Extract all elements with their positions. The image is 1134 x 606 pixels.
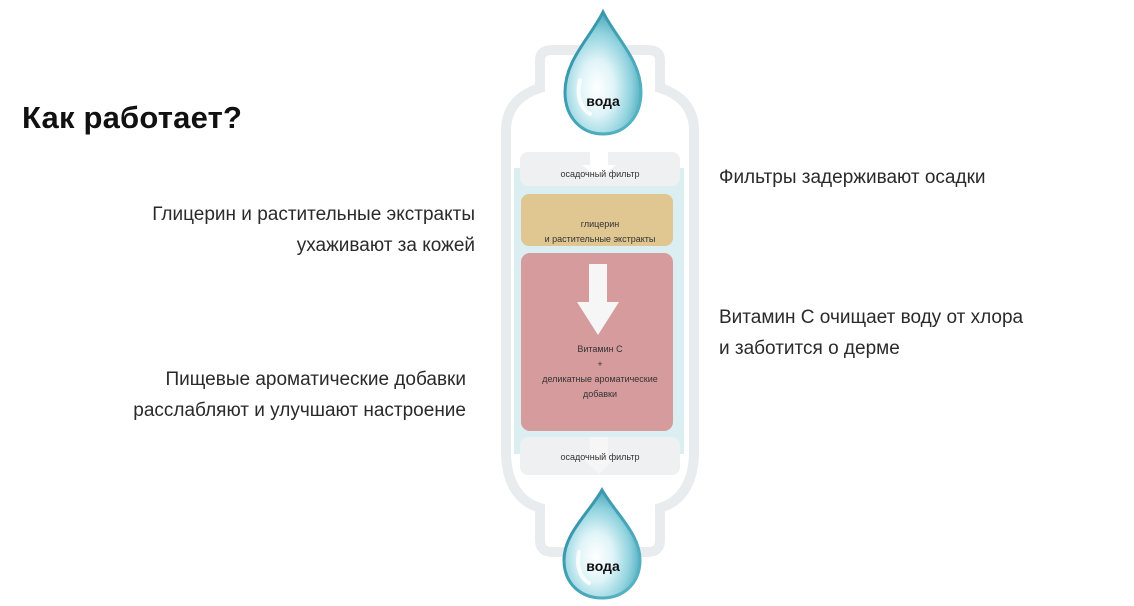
vitamin-layer-label-line: + (597, 359, 603, 369)
glycerin-description: Глицерин и растительные экстракты ухажив… (152, 199, 475, 261)
aroma-description-line: расслабляют и улучшают настроение (133, 400, 466, 421)
vitamin-description: Витамин С очищает воду от хлора и заботи… (719, 302, 1023, 364)
vitamin-layer-label-line: добавки (583, 389, 617, 399)
bottom-sediment-label-line: осадочный фильтр (560, 452, 640, 462)
vitamin-layer-label: Витамин С + деликатные ароматические доб… (520, 342, 680, 402)
aroma-description: Пищевые ароматические добавки расслабляю… (133, 364, 466, 426)
filter-diagram-graphic (501, 8, 699, 600)
water-drop-top-icon (563, 8, 643, 136)
glycerin-description-line: ухаживают за кожей (296, 235, 475, 256)
water-drop-bottom-icon (562, 487, 642, 600)
glycerin-description-line: Глицерин и растительные экстракты (152, 204, 475, 225)
vitamin-description-line: и заботится о дерме (719, 338, 900, 359)
vitamin-layer-label-line: деликатные ароматические (542, 374, 658, 384)
vitamin-description-line: Витамин С очищает воду от хлора (719, 307, 1024, 328)
vitamin-layer-label-line: Витамин С (577, 344, 623, 354)
glycerin-layer (521, 194, 673, 246)
aroma-description-line: Пищевые ароматические добавки (165, 369, 466, 390)
glycerin-layer-label-line: и растительные экстракты (544, 234, 656, 244)
filter-description: Фильтры задерживают осадки (719, 162, 986, 193)
glycerin-layer-label-line: глицерин (580, 219, 620, 229)
water-drop-top-label: вода (586, 93, 620, 109)
filter-description-line: Фильтры задерживают осадки (719, 167, 986, 188)
page-title: Как работает? (22, 100, 243, 135)
bottom-sediment-label: осадочный фильтр (520, 450, 680, 465)
flow-arrow-bottom (582, 437, 616, 474)
cartridge-outline (501, 45, 699, 557)
flow-arrow-middle (577, 264, 619, 335)
flow-arrow-top (582, 152, 616, 178)
top-sediment-label: осадочный фильтр (520, 167, 680, 182)
top-sediment-label-line: осадочный фильтр (560, 169, 640, 179)
vitamin-layer (521, 253, 673, 431)
filter-diagram: вода вода осадочный фильтр глицерин и ра… (480, 0, 720, 606)
glycerin-layer-label: глицерин и растительные экстракты (520, 217, 680, 247)
water-drop-bottom-label: вода (586, 558, 620, 574)
